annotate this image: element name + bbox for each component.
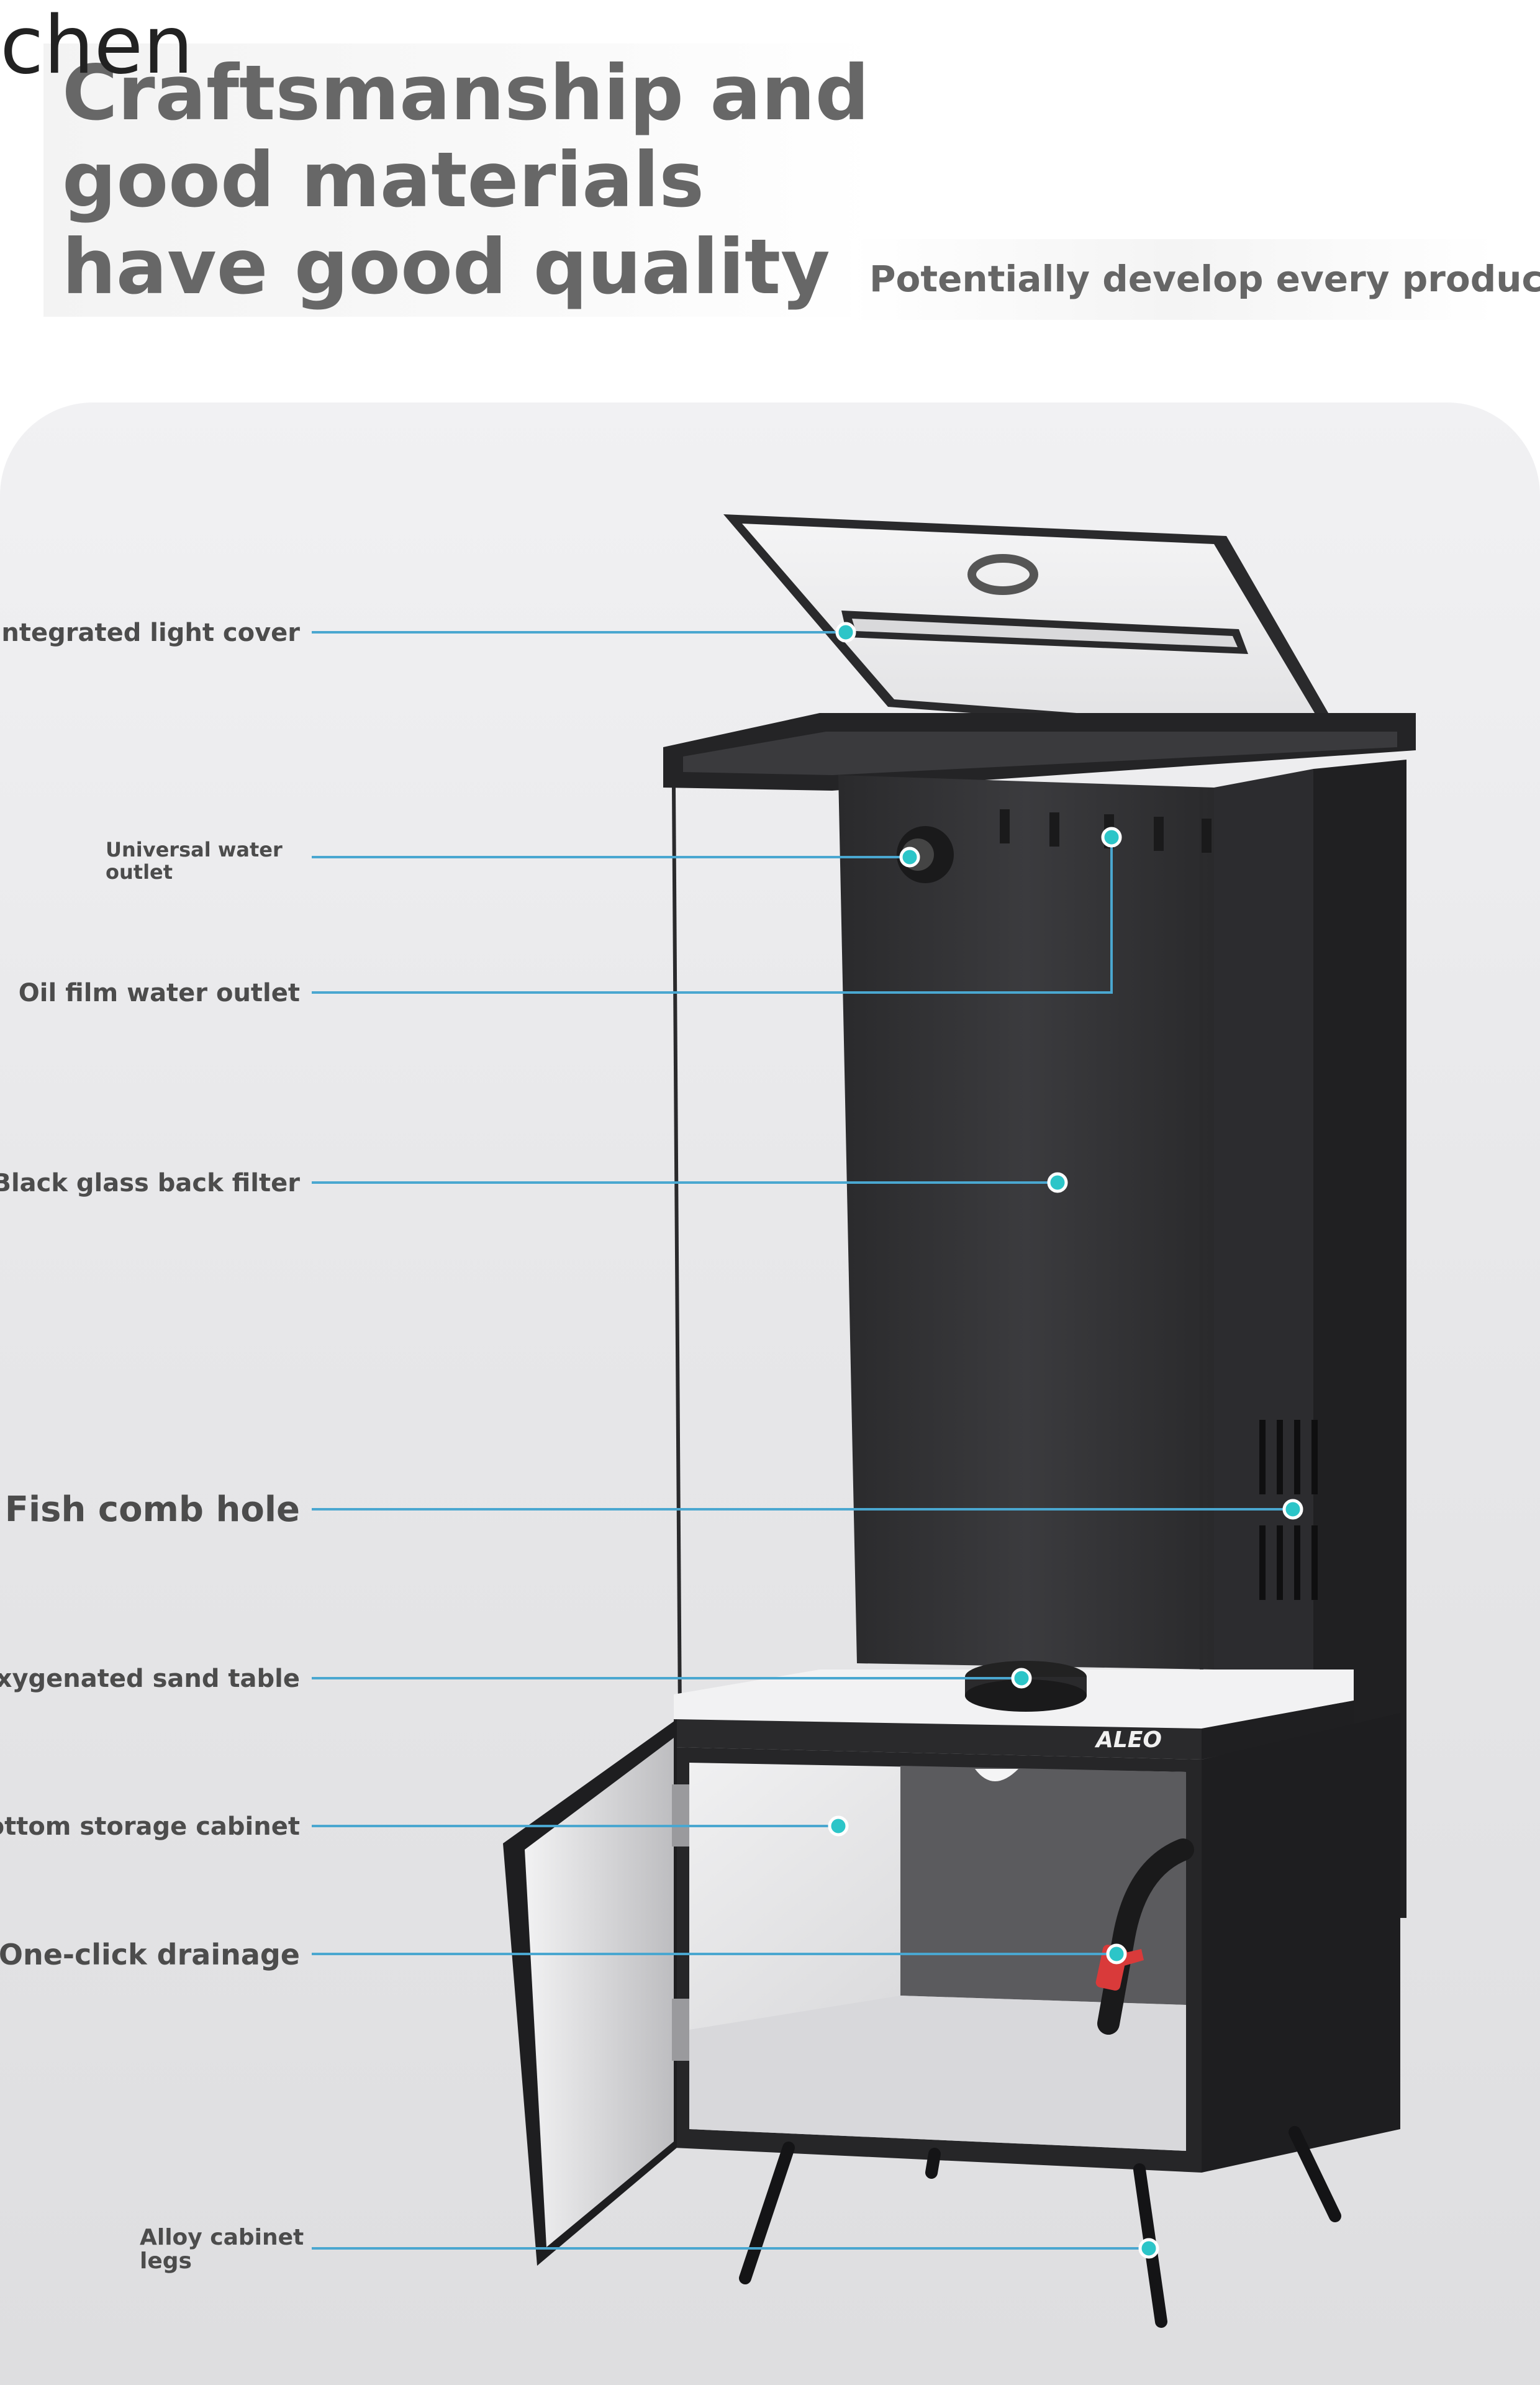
headline-background bbox=[43, 43, 876, 317]
callout-label-sand-table: Oxygenated sand table bbox=[0, 1665, 300, 1693]
callout-label-storage-cabinet: Bottom storage cabinet bbox=[0, 1812, 300, 1841]
callout-lines bbox=[312, 622, 1303, 2259]
glass-front-edges bbox=[672, 787, 1203, 1725]
callout-dot-sand-table bbox=[1011, 1668, 1032, 1689]
callout-label-legs: Alloy cabinet legs bbox=[140, 2225, 304, 2274]
page-headline: Craftsmanship and good materials have go… bbox=[62, 49, 869, 311]
callout-dot-light-cover bbox=[835, 622, 856, 643]
right-side-column bbox=[1313, 760, 1406, 1918]
black-back-filter-panel bbox=[838, 775, 1214, 1670]
callout-label-drainage: One-click drainage bbox=[0, 1938, 300, 1971]
cabinet-door bbox=[503, 1719, 689, 2266]
callout-label-universal-outlet: Universal water outlet bbox=[106, 838, 283, 884]
callout-dot-fish-comb bbox=[1282, 1499, 1303, 1520]
callout-dot-legs bbox=[1138, 2238, 1159, 2259]
callout-dot-universal-outlet bbox=[899, 847, 920, 868]
product-panel: ALEO bbox=[0, 402, 1540, 2385]
inner-right-panel bbox=[1214, 769, 1313, 1676]
callout-dot-drainage bbox=[1106, 1943, 1127, 1965]
subline-background bbox=[851, 239, 1497, 320]
callout-line-oil-film bbox=[312, 837, 1113, 994]
callout-label-back-filter: Black glass back filter bbox=[0, 1169, 300, 1197]
callout-dot-oil-film bbox=[1101, 827, 1122, 848]
callout-label-oil-film: Oil film water outlet bbox=[18, 979, 300, 1007]
callout-label-fish-comb: Fish comb hole bbox=[4, 1489, 300, 1530]
watermark-text: chen bbox=[0, 0, 194, 92]
tank-top-rim bbox=[663, 713, 1416, 791]
light-cover-lid bbox=[723, 514, 1344, 741]
fish-comb-vents bbox=[1259, 1420, 1318, 1600]
aquarium-cabinet-illustration: ALEO bbox=[503, 514, 1416, 2328]
callout-dot-back-filter bbox=[1047, 1172, 1068, 1193]
oxygenated-sand-table bbox=[674, 1661, 1354, 1760]
callout-label-light-cover: Integrated light cover bbox=[0, 619, 300, 647]
brand-logo-text: ALEO bbox=[1094, 1727, 1162, 1753]
callout-dot-storage-cabinet bbox=[828, 1815, 849, 1837]
storage-cabinet-body bbox=[674, 1713, 1400, 2173]
page-subline: Potentially develop every product bbox=[869, 258, 1540, 300]
